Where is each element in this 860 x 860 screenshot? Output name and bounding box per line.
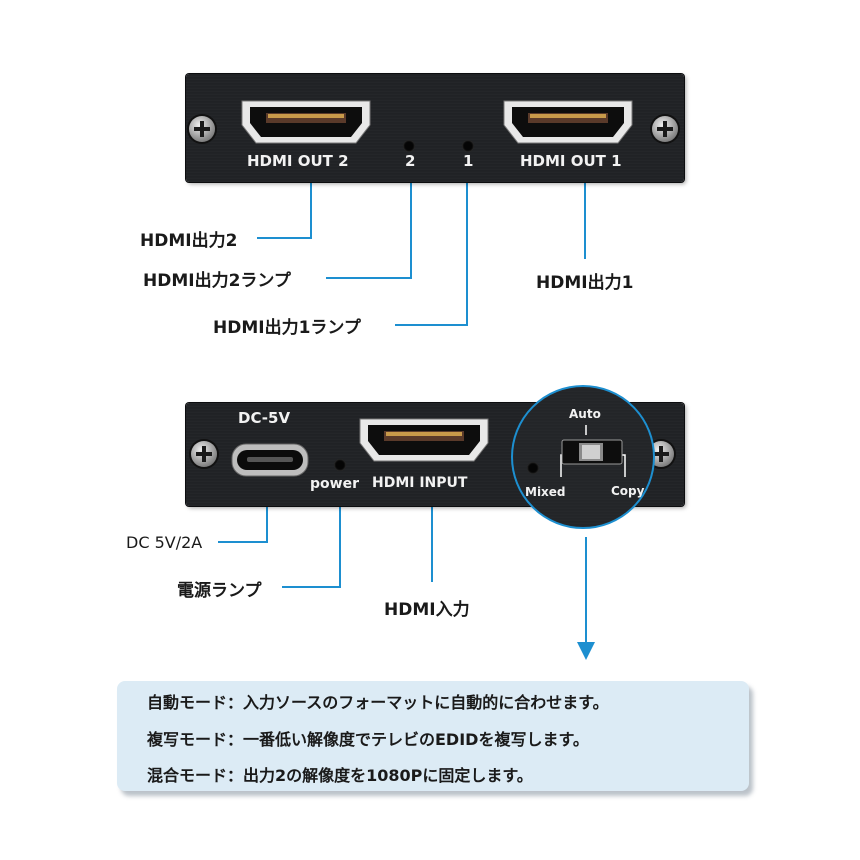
callout-hdmi-in: HDMI入力 <box>384 600 470 620</box>
mode-switch-magnifier: Auto Mixed Copy <box>511 385 655 529</box>
led-mode <box>527 462 539 474</box>
switch-label-auto: Auto <box>569 407 601 421</box>
hdmi-port-input-icon <box>359 418 489 462</box>
arrow-head-icon <box>577 642 595 660</box>
info-line-auto: 自動モード：入力ソースのフォーマットに自動的に合わせます。 <box>147 693 609 712</box>
label-dc-5v: DC-5V <box>238 409 291 427</box>
label-led1: 1 <box>463 152 474 170</box>
leader-led2 <box>326 177 412 279</box>
mode-toggle-switch-icon <box>561 439 623 465</box>
callout-dc: DC 5V/2A <box>126 533 203 552</box>
switch-label-mixed: Mixed <box>525 485 566 499</box>
leader-hdmi-out2 <box>257 177 312 239</box>
label-hdmi-out1: HDMI OUT 1 <box>520 152 622 170</box>
hdmi-port-out2-icon <box>241 100 371 144</box>
info-line-mixed: 混合モード：出力2の解像度を1080Pに固定します。 <box>147 766 533 785</box>
screw-icon <box>652 116 678 142</box>
switch-label-copy: Copy <box>611 484 645 498</box>
callout-power-lamp: 電源ランプ <box>177 581 262 601</box>
hdmi-port-out1-icon <box>503 100 633 144</box>
callout-hdmi-out2-lamp: HDMI出力2ランプ <box>143 271 291 291</box>
leader-power <box>282 496 341 588</box>
screw-icon <box>191 441 217 467</box>
mode-info-box: 自動モード：入力ソースのフォーマットに自動的に合わせます。 複写モード：一番低い… <box>117 681 749 791</box>
usb-power-port-icon <box>231 443 309 477</box>
callout-hdmi-out2: HDMI出力2 <box>140 231 238 251</box>
leader-led1 <box>395 177 468 326</box>
label-hdmi-input: HDMI INPUT <box>372 475 468 491</box>
info-line-copy: 複写モード：一番低い解像度でテレビのEDIDを複写します。 <box>147 730 589 749</box>
led-power <box>334 459 346 471</box>
label-led2: 2 <box>405 152 416 170</box>
led-out2 <box>403 140 415 152</box>
label-hdmi-out2: HDMI OUT 2 <box>247 152 349 170</box>
screw-icon <box>189 116 215 142</box>
led-out1 <box>462 140 474 152</box>
callout-hdmi-out1: HDMI出力1 <box>536 273 634 293</box>
top-panel: HDMI OUT 2 2 1 HDMI OUT 1 <box>186 74 684 182</box>
label-power: power <box>310 476 359 492</box>
callout-hdmi-out1-lamp: HDMI出力1ランプ <box>213 318 361 338</box>
